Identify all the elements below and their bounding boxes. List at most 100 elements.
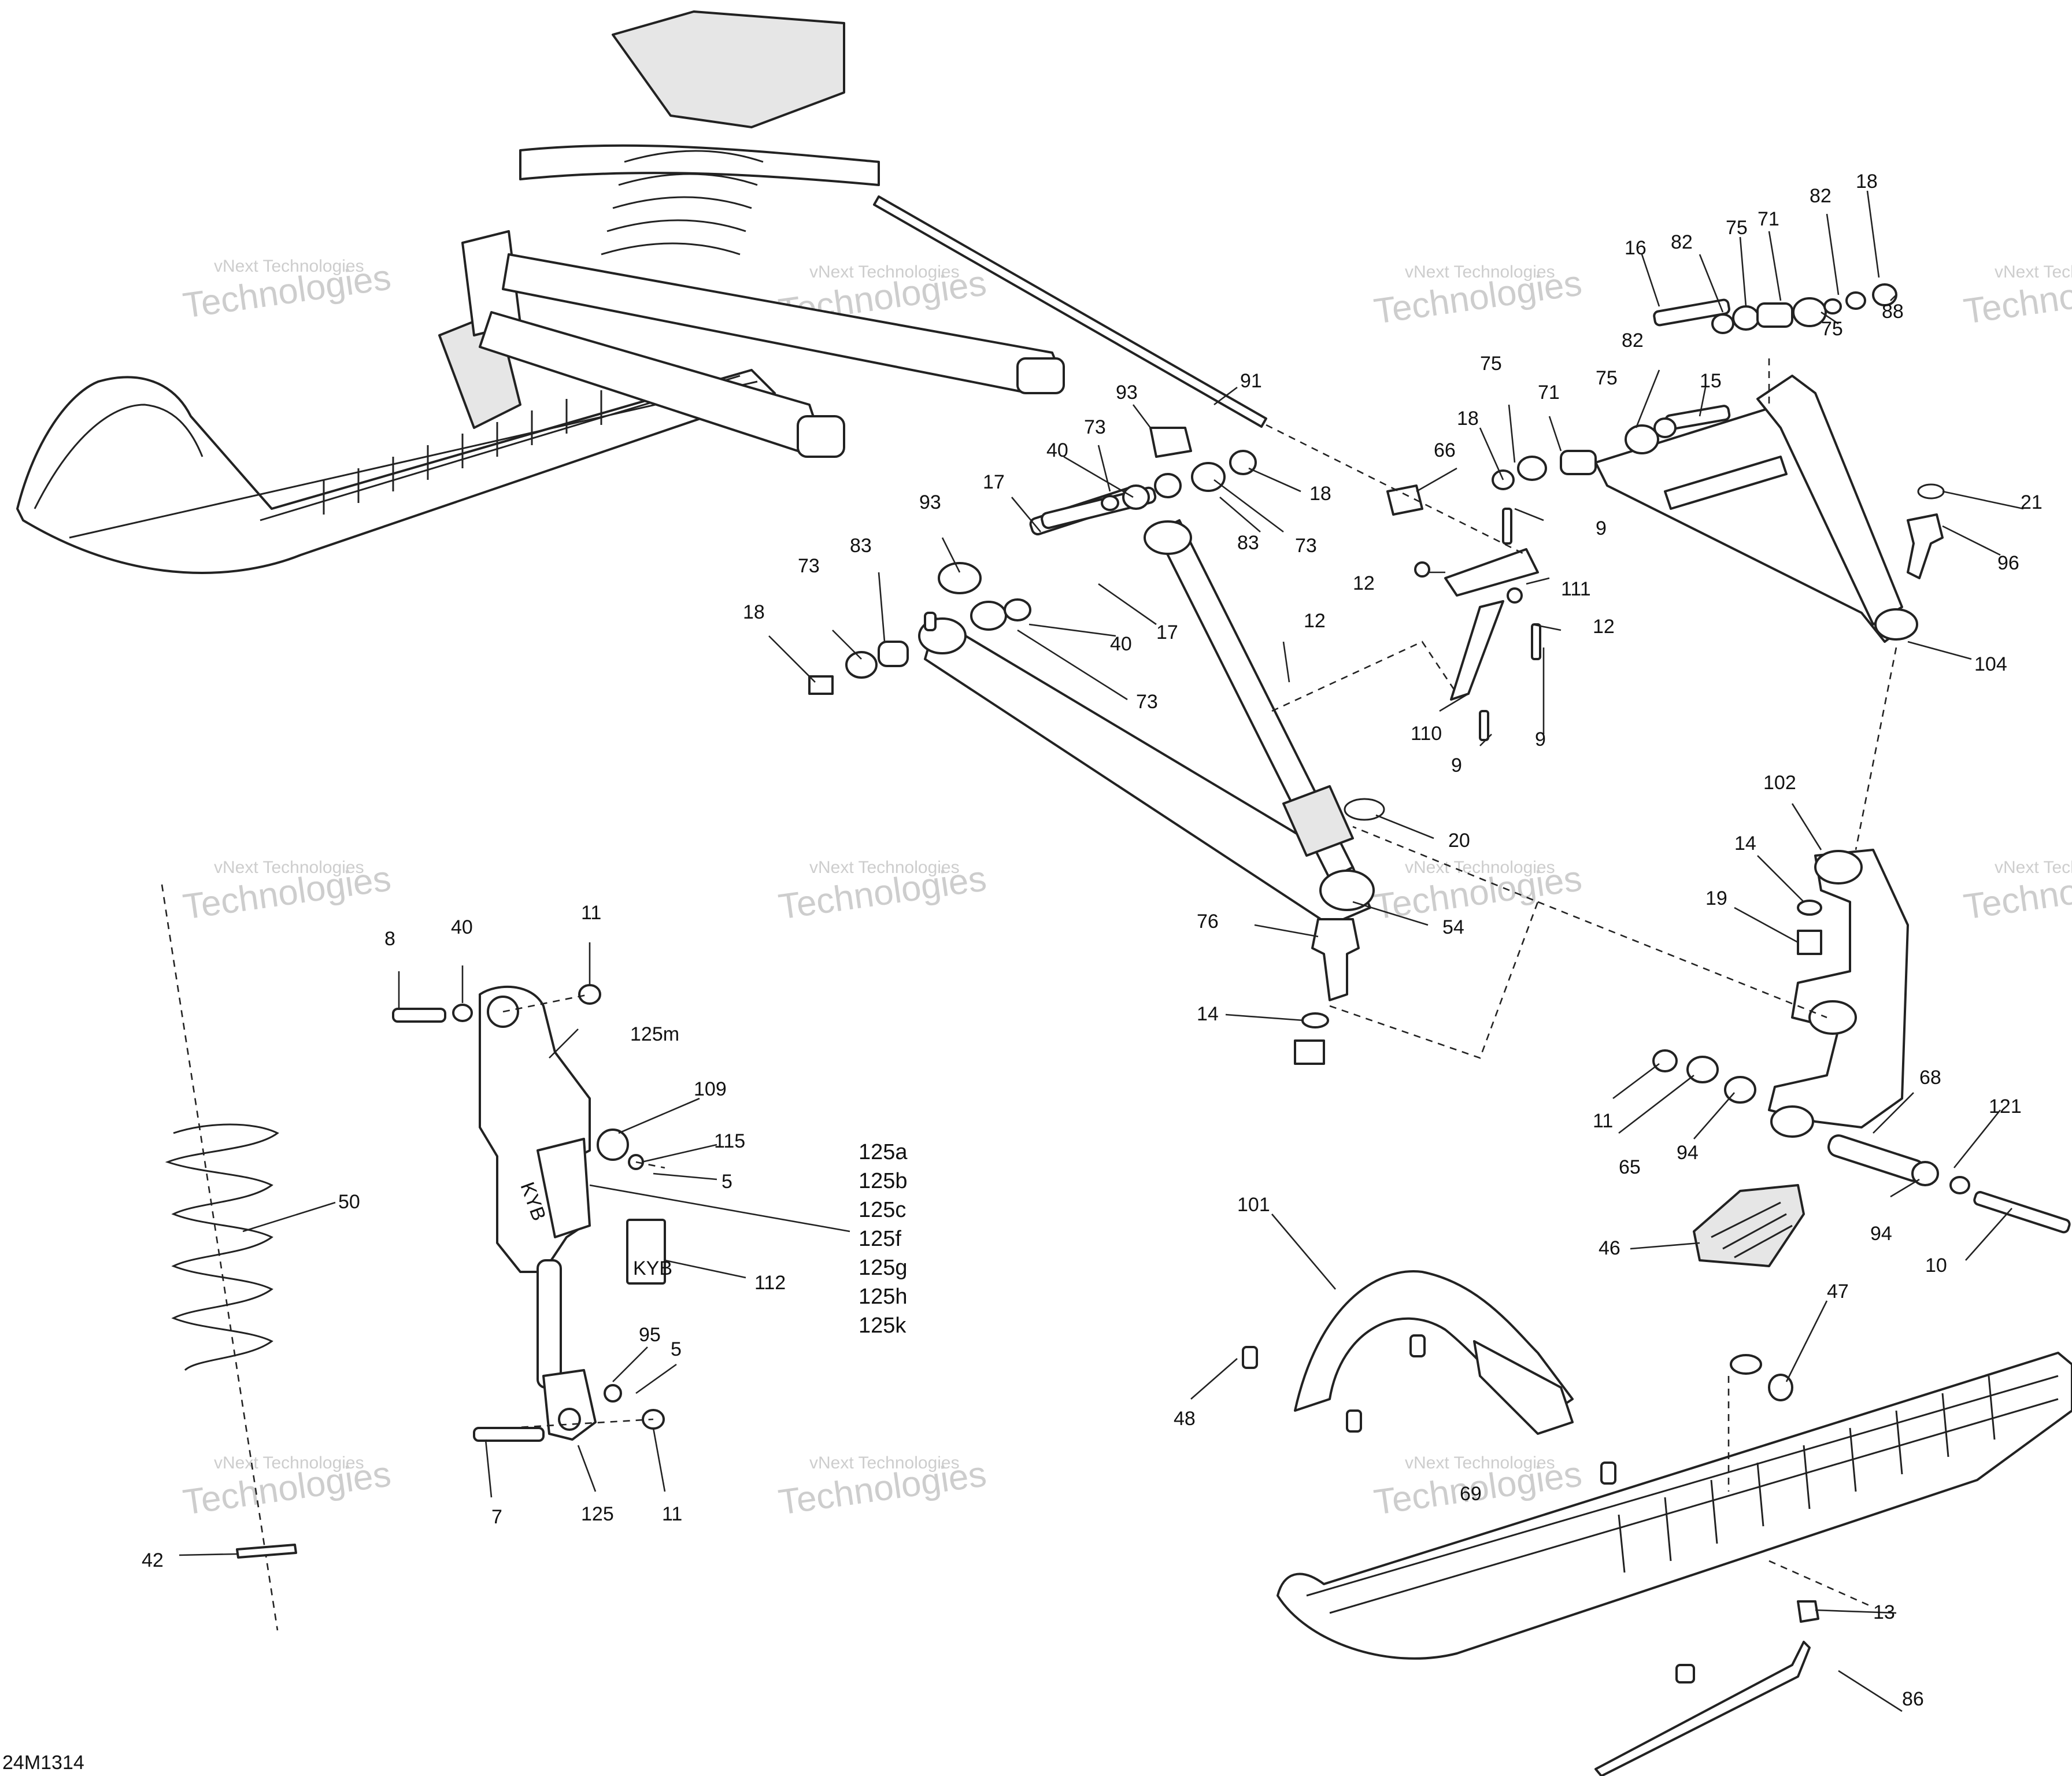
callout-125c: 125c	[859, 1198, 906, 1222]
callout-75: 75	[1726, 217, 1748, 239]
callout-73: 73	[798, 555, 820, 577]
spring-pad	[236, 1544, 297, 1559]
callout-19: 19	[1705, 887, 1727, 909]
callout-14: 14	[1734, 832, 1756, 854]
callout-76: 76	[1197, 911, 1219, 933]
callout-91: 91	[1240, 370, 1262, 392]
callout-9: 9	[1535, 728, 1546, 750]
callout-75: 75	[1596, 367, 1618, 389]
spindle	[1652, 849, 2071, 1234]
callout-121: 121	[1989, 1096, 2022, 1118]
callout-48: 48	[1174, 1408, 1196, 1430]
callout-13: 13	[1873, 1601, 1895, 1623]
callout-83: 83	[850, 535, 872, 557]
lower-a-arm-right	[1492, 283, 1945, 643]
callout-125f: 125f	[859, 1227, 901, 1251]
callout-20: 20	[1448, 830, 1470, 852]
ski-pad	[1693, 1184, 1805, 1267]
callout-102: 102	[1763, 772, 1796, 794]
callout-75: 75	[1821, 318, 1843, 340]
callout-71: 71	[1538, 382, 1560, 404]
callout-5: 5	[671, 1338, 682, 1360]
callout-125b: 125b	[859, 1169, 908, 1193]
svg-text:vNext Technologies: vNext Technologies	[809, 858, 960, 877]
leader-lines	[179, 190, 2024, 1712]
callout-110: 110	[1411, 723, 1442, 745]
callout-16: 16	[1625, 237, 1646, 259]
callout-14: 14	[1197, 1003, 1219, 1025]
callout-8: 8	[384, 928, 395, 950]
callout-94: 94	[1870, 1223, 1892, 1245]
callout-21: 21	[2021, 491, 2043, 513]
callout-69: 69	[1460, 1483, 1482, 1505]
callout-50: 50	[338, 1191, 360, 1213]
callout-88: 88	[1882, 301, 1904, 323]
callout-65: 65	[1619, 1156, 1641, 1178]
callout-54: 54	[1442, 916, 1464, 938]
callout-125: 125	[581, 1503, 614, 1525]
ski-loop	[1242, 1270, 1616, 1485]
spring-axis	[161, 884, 279, 1631]
callout-12: 12	[1304, 610, 1326, 632]
callout-104: 104	[1974, 653, 2007, 675]
callout-17: 17	[1156, 621, 1178, 643]
callout-82: 82	[1622, 330, 1644, 352]
callout-94: 94	[1677, 1142, 1699, 1164]
a-arm-hardware	[808, 427, 1423, 695]
upper-a-arm	[918, 519, 1385, 1065]
callout-112: 112	[754, 1272, 786, 1294]
callout-12: 12	[1593, 616, 1615, 638]
callout-125a: 125a	[859, 1140, 908, 1164]
callout-101: 101	[1237, 1194, 1270, 1216]
ski-runner	[1594, 1641, 1811, 1776]
callout-75: 75	[1480, 353, 1502, 375]
callout-125h: 125h	[859, 1285, 908, 1309]
callout-18: 18	[1856, 171, 1878, 193]
callout-42: 42	[142, 1549, 164, 1571]
callout-115: 115	[714, 1130, 745, 1152]
callout-125k: 125k	[859, 1314, 906, 1338]
shock-absorber: KYB KYB	[392, 984, 672, 1442]
callout-18: 18	[743, 601, 765, 623]
callout-82: 82	[1671, 231, 1693, 253]
callout-73: 73	[1136, 691, 1158, 713]
callout-82: 82	[1810, 185, 1832, 207]
callout-11: 11	[1593, 1110, 1613, 1132]
svg-text:vNext Technologies: vNext Technologies	[1405, 858, 1555, 877]
ski	[1276, 1352, 2072, 1660]
callout-83: 83	[1237, 532, 1259, 554]
callout-7: 7	[491, 1506, 502, 1528]
callout-109: 109	[694, 1078, 727, 1100]
callout-86: 86	[1902, 1688, 1924, 1710]
svg-text:vNext Technologies: vNext Technologies	[1405, 1453, 1555, 1472]
callout-125g: 125g	[859, 1256, 908, 1280]
callout-93: 93	[1116, 382, 1138, 404]
callout-18: 18	[1457, 408, 1479, 430]
callout-9: 9	[1596, 517, 1607, 539]
callout-11: 11	[662, 1503, 682, 1525]
assembly-lines	[502, 358, 1897, 1608]
callout-95: 95	[639, 1324, 661, 1346]
callout-17: 17	[983, 471, 1005, 493]
coil-spring	[165, 1123, 279, 1371]
callout-18: 18	[1309, 483, 1331, 505]
callout-9: 9	[1451, 754, 1462, 776]
callout-73: 73	[1084, 416, 1106, 438]
callout-40: 40	[1110, 633, 1132, 655]
link-bracket	[1414, 508, 1541, 741]
callout-111: 111	[1561, 578, 1591, 600]
callout-73: 73	[1295, 535, 1317, 557]
svg-text:vNext Technologies: vNext Technologies	[809, 262, 960, 282]
callout-40: 40	[1046, 439, 1068, 461]
svg-text:vNext Technologies: vNext Technologies	[214, 1453, 364, 1472]
callout-10: 10	[1925, 1255, 1947, 1276]
svg-text:vNext Technologies: vNext Technologies	[214, 858, 364, 877]
callout-15: 15	[1700, 370, 1722, 392]
callout-68: 68	[1919, 1067, 1941, 1089]
callout-125m: 125m	[630, 1023, 679, 1045]
callout-5: 5	[722, 1171, 732, 1193]
callout-11: 11	[581, 902, 601, 924]
callout-40: 40	[451, 916, 473, 938]
